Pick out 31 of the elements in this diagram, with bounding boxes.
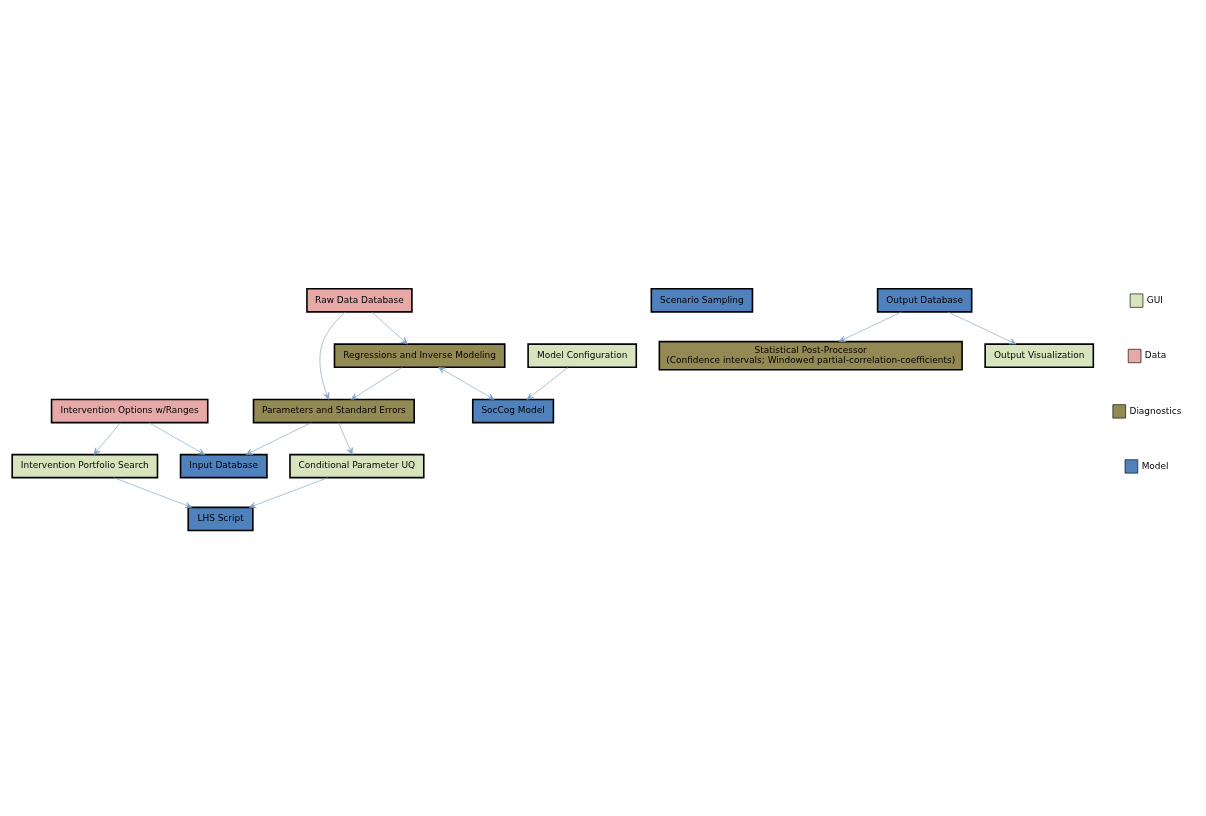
legend-label: GUI	[1146, 294, 1163, 305]
node-box: Output Database	[876, 287, 973, 313]
node-box: Scenario Sampling	[650, 287, 754, 313]
node-box: Intervention Options w/Ranges	[50, 398, 209, 423]
arrow	[249, 476, 329, 508]
node-box: SocCog Model	[471, 398, 555, 423]
node-box: Conditional Parameter UQ	[289, 453, 425, 478]
node-box: Regressions and Inverse Modeling	[333, 342, 506, 368]
node-box: Raw Data Database	[306, 287, 413, 313]
legend-label: Data	[1144, 349, 1167, 360]
arrow	[371, 311, 408, 344]
legend-label: Diagnostics	[1129, 405, 1182, 416]
arrow	[113, 476, 193, 508]
arrow	[245, 421, 312, 455]
arrow	[93, 422, 121, 455]
node-box: Statistical Post-Processor (Confidence intervals; Windowed partial-correlation-coefficients)	[658, 340, 963, 371]
node-box: Output Visualization	[984, 342, 1095, 368]
arrow	[350, 366, 403, 400]
node-box: Parameters and Standard Errors	[252, 398, 415, 423]
arrow	[526, 366, 569, 400]
arrow	[338, 422, 353, 455]
node-box: Input Database	[179, 453, 268, 478]
node-box: Intervention Portfolio Search	[11, 453, 159, 478]
arrow	[438, 366, 495, 400]
arrow	[947, 311, 1017, 344]
arrow	[319, 311, 346, 400]
arrow	[148, 421, 205, 455]
legend-label: Model	[1141, 460, 1169, 471]
node-box: LHS Script	[187, 506, 254, 531]
arrow	[838, 311, 902, 342]
node-box: Model Configuration	[527, 342, 638, 368]
